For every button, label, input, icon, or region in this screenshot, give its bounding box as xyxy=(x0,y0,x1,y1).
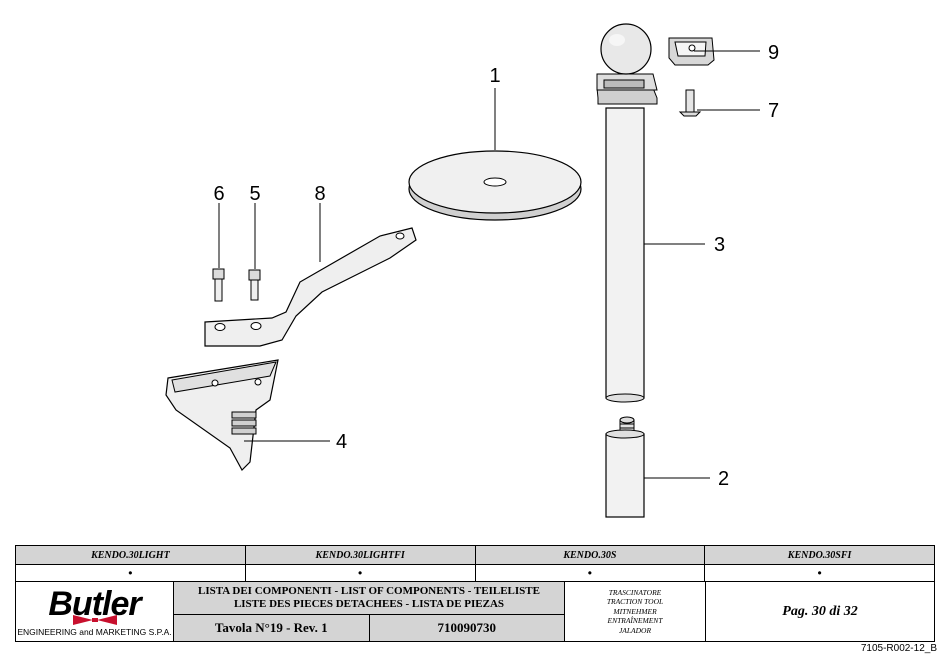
page-number: Pag. 30 di 32 xyxy=(705,581,935,642)
callout-5: 5 xyxy=(249,183,260,205)
callout-4: 4 xyxy=(336,431,347,453)
callout-3: 3 xyxy=(714,234,725,256)
part-rod xyxy=(596,23,658,403)
callout-2: 2 xyxy=(718,468,729,490)
model-name: KENDO.30SFI xyxy=(704,545,935,565)
logo-bowtie-icon xyxy=(72,614,117,625)
model-mark: • xyxy=(244,564,476,582)
model-name: KENDO.30LIGHT xyxy=(15,545,246,565)
part-jaw-block xyxy=(165,359,279,471)
component-list-title: LISTA DEI COMPONENTI - LIST OF COMPONENT… xyxy=(173,581,565,615)
part-holder-cap xyxy=(668,37,715,66)
part-disc xyxy=(408,150,582,221)
part-code: 710090730 xyxy=(368,614,565,642)
part-description: TRASCINATORE TRACTION TOOL MITNEHMER ENT… xyxy=(564,581,706,642)
callout-8: 8 xyxy=(314,183,325,205)
model-mark: • xyxy=(474,564,706,582)
model-applicability-table: KENDO.30LIGHT KENDO.30LIGHTFI KENDO.30S … xyxy=(15,545,935,582)
title-block: Butler ENGINEERING and MARKETING S.P.A. … xyxy=(15,581,935,642)
company-logo: Butler ENGINEERING and MARKETING S.P.A. xyxy=(15,581,174,642)
part-socket-screw-5 xyxy=(248,269,261,301)
description-line: ENTRAÎNEMENT xyxy=(607,616,663,626)
callout-7: 7 xyxy=(768,100,779,122)
model-mark: • xyxy=(704,564,935,582)
logo-brand: Butler xyxy=(48,584,141,623)
title-line: LISTE DES PIECES DETACHEES - LISTA DE PI… xyxy=(233,598,505,610)
callout-6: 6 xyxy=(213,183,224,205)
exploded-parts-drawing: 1 2 3 4 5 6 7 8 9 xyxy=(165,23,779,518)
callout-9: 9 xyxy=(768,42,779,64)
part-bent-bracket xyxy=(204,227,417,347)
document-reference: 7105-R002-12_B xyxy=(860,643,937,654)
part-bolt xyxy=(605,416,645,518)
description-line: MITNEHMER xyxy=(613,606,657,616)
description-line: TRACTION TOOL xyxy=(606,597,664,607)
model-mark: • xyxy=(15,564,246,582)
part-countersunk-screw xyxy=(678,89,702,117)
description-line: JALADOR xyxy=(618,625,652,635)
part-socket-screw-6 xyxy=(212,268,225,302)
callout-1: 1 xyxy=(489,65,500,87)
description-line: TRASCINATORE xyxy=(608,587,662,597)
title-line: LISTA DEI COMPONENTI - LIST OF COMPONENT… xyxy=(198,585,540,597)
table-revision: Tavola N°19 - Rev. 1 xyxy=(173,614,370,642)
model-name: KENDO.30LIGHTFI xyxy=(244,545,476,565)
logo-tagline: ENGINEERING and MARKETING S.P.A. xyxy=(17,626,172,637)
model-name: KENDO.30S xyxy=(474,545,706,565)
